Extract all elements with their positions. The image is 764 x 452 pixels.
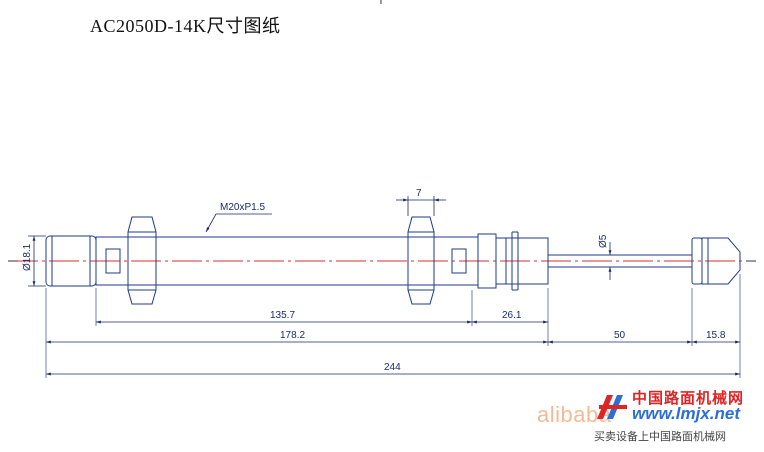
dim-26-1: 26.1 [472, 310, 548, 324]
left-nut [127, 216, 157, 305]
nut-width-label: 7 [416, 188, 422, 199]
dim-178-2-label: 178.2 [280, 330, 305, 341]
dim-178-2: 178.2 [46, 330, 548, 344]
alibaba-watermark: alibaba [537, 402, 612, 427]
dim-135-7-label: 135.7 [270, 310, 295, 321]
nut-width-dim: 7 [396, 188, 446, 216]
dim-26-1-label: 26.1 [502, 310, 522, 321]
thread-callout: M20xP1.5 [205, 202, 272, 233]
drawing-title: AC2050D-14K尺寸图纸 [90, 16, 281, 36]
rod-housing [495, 237, 549, 285]
dim-50-label: 50 [614, 330, 626, 341]
dim-15-8-label: 15.8 [706, 330, 726, 341]
right-nut [407, 216, 435, 305]
dim-244-label: 244 [384, 362, 401, 373]
dim-50: 50 [548, 330, 692, 344]
dim-135-7: 135.7 [96, 310, 472, 324]
body-outline [45, 216, 741, 305]
lmjx-url: www.lmjx.net [632, 404, 741, 423]
left-slot [105, 248, 121, 274]
body-diameter-dim: Ø18.1 [22, 235, 46, 287]
lmjx-logo-icon [597, 395, 627, 419]
dim-15-8: 15.8 [692, 330, 740, 344]
rod-diameter-label: Ø5 [598, 234, 609, 248]
rod-button [701, 237, 741, 285]
rod-diameter-dim: Ø5 [598, 234, 612, 280]
dim-244: 244 [46, 362, 740, 376]
lmjx-site-name: 中国路面机械网 [632, 389, 745, 407]
right-slot [451, 248, 467, 274]
thread-spec-label: M20xP1.5 [220, 202, 265, 213]
body-diameter-label: Ø18.1 [22, 243, 33, 271]
lmjx-slogan: 买卖设备上中国路面机械网 [594, 430, 726, 443]
extension-lines [45, 274, 741, 378]
